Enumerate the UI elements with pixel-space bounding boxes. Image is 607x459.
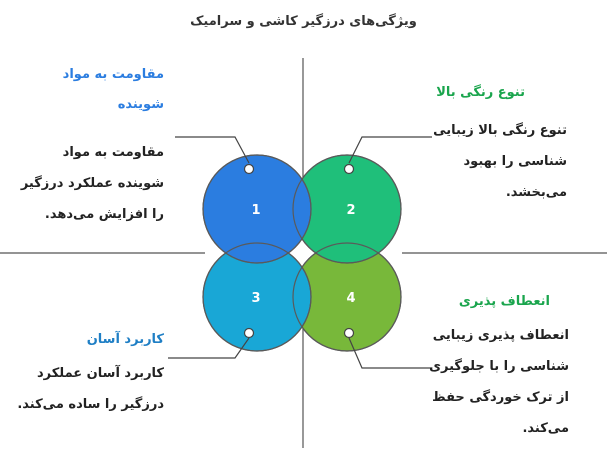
quadrant-1-title-line: مقاومت به مواد [62, 67, 164, 82]
quadrant-4-body: انعطاف پذیری زیبایی شناسی را با جلوگیری … [429, 320, 569, 444]
connector-2 [348, 136, 432, 164]
quadrant-1-body: مقاومت به مواد شوینده عملکرد درزگیر .را … [21, 137, 164, 230]
anchor-dot-1 [243, 163, 255, 175]
diagram-title: ویژگی‌های درزگیر کاشی و سرامیک [190, 14, 417, 29]
connector-1 [175, 136, 250, 164]
quadrant-1-body-line: .را افزایش می‌دهد [44, 207, 164, 222]
connector-3 [168, 337, 250, 359]
quadrant-1-title: مقاومت به مواد شوینده [63, 60, 164, 120]
quadrant-2-body-line: تنوع رنگی بالا زیبایی [433, 123, 567, 138]
quadrant-1-body-line: مقاومت به مواد [62, 145, 164, 160]
quadrant-2-title: تنوع رنگی بالا [436, 78, 525, 108]
connector-4 [348, 337, 432, 369]
anchor-dot-3 [243, 327, 255, 339]
quadrant-4-body-line: .می‌کند [522, 421, 569, 436]
quadrant-2-body-line: شناسی را بهبود [463, 154, 568, 169]
quadrant-3-body-line: .درزگیر را ساده می‌کند [17, 397, 164, 412]
quadrant-3-title-line: کاربرد آسان [86, 332, 164, 347]
quadrant-4-title-line: انعطاف پذیری [458, 294, 550, 309]
quadrant-2-title-line: تنوع رنگی بالا [436, 85, 525, 100]
circle-3-outline [202, 242, 312, 352]
circle-number-3: 3 [251, 291, 260, 306]
quadrant-4-title: انعطاف پذیری [459, 287, 550, 317]
quadrant-4-body-line: شناسی را با جلوگیری [429, 359, 569, 374]
anchor-dot-2 [343, 163, 355, 175]
circle-1-outline [202, 154, 312, 264]
anchor-dot-4 [343, 327, 355, 339]
quadrant-2-body-line: .می‌بخشد [505, 185, 567, 200]
circle-2-outline [292, 154, 402, 264]
quadrant-4-body-line: انعطاف پذیری زیبایی [432, 328, 569, 343]
circle-number-4: 4 [346, 291, 355, 306]
quadrant-4-body-line: از ترک خوردگی حفظ [432, 390, 569, 405]
quadrant-3-title: کاربرد آسان [87, 325, 164, 355]
circle-number-1: 1 [251, 203, 260, 218]
quadrant-1-title-line: شوینده [117, 97, 164, 112]
quadrant-3-body-line: کاربرد آسان عملکرد [36, 366, 164, 381]
quadrant-3-body: کاربرد آسان عملکرد .درزگیر را ساده می‌کن… [17, 358, 164, 420]
quadrant-1-body-line: شوینده عملکرد درزگیر [20, 176, 164, 191]
circle-4-outline [292, 242, 402, 352]
quadrant-2-body: تنوع رنگی بالا زیبایی شناسی را بهبود .می… [433, 115, 567, 208]
circle-number-2: 2 [346, 203, 355, 218]
